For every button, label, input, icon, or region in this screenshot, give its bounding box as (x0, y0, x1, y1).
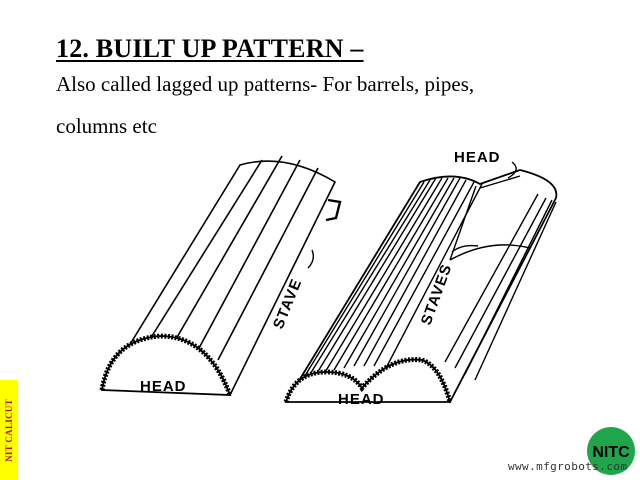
nitc-logo: NITC (587, 427, 635, 475)
right-head-top-label: HEAD (454, 149, 501, 166)
built-up-pattern-illustration: HEAD STAVE HEAD STAVES HEAD (99, 149, 558, 408)
nitc-logo-text: NITC (592, 444, 630, 461)
watermark: www.mfgrobots.com (508, 460, 628, 473)
side-badge-text: NIT CALICUT (4, 398, 14, 462)
description-line-2: columns etc (56, 114, 157, 138)
left-pattern (99, 155, 342, 396)
right-head-bottom-label: HEAD (338, 391, 385, 408)
right-staves-arrow (451, 244, 479, 253)
side-badge: NIT CALICUT (0, 380, 18, 480)
right-pattern (283, 169, 558, 403)
slide-title: 12. BUILT UP PATTERN – (56, 34, 364, 63)
description-line-1: Also called lagged up patterns- For barr… (56, 72, 475, 96)
left-stave-arrow (307, 249, 315, 269)
right-staves-label: STAVES (418, 262, 456, 328)
left-head-label: HEAD (140, 378, 187, 395)
right-head-top-arrow (507, 161, 517, 179)
